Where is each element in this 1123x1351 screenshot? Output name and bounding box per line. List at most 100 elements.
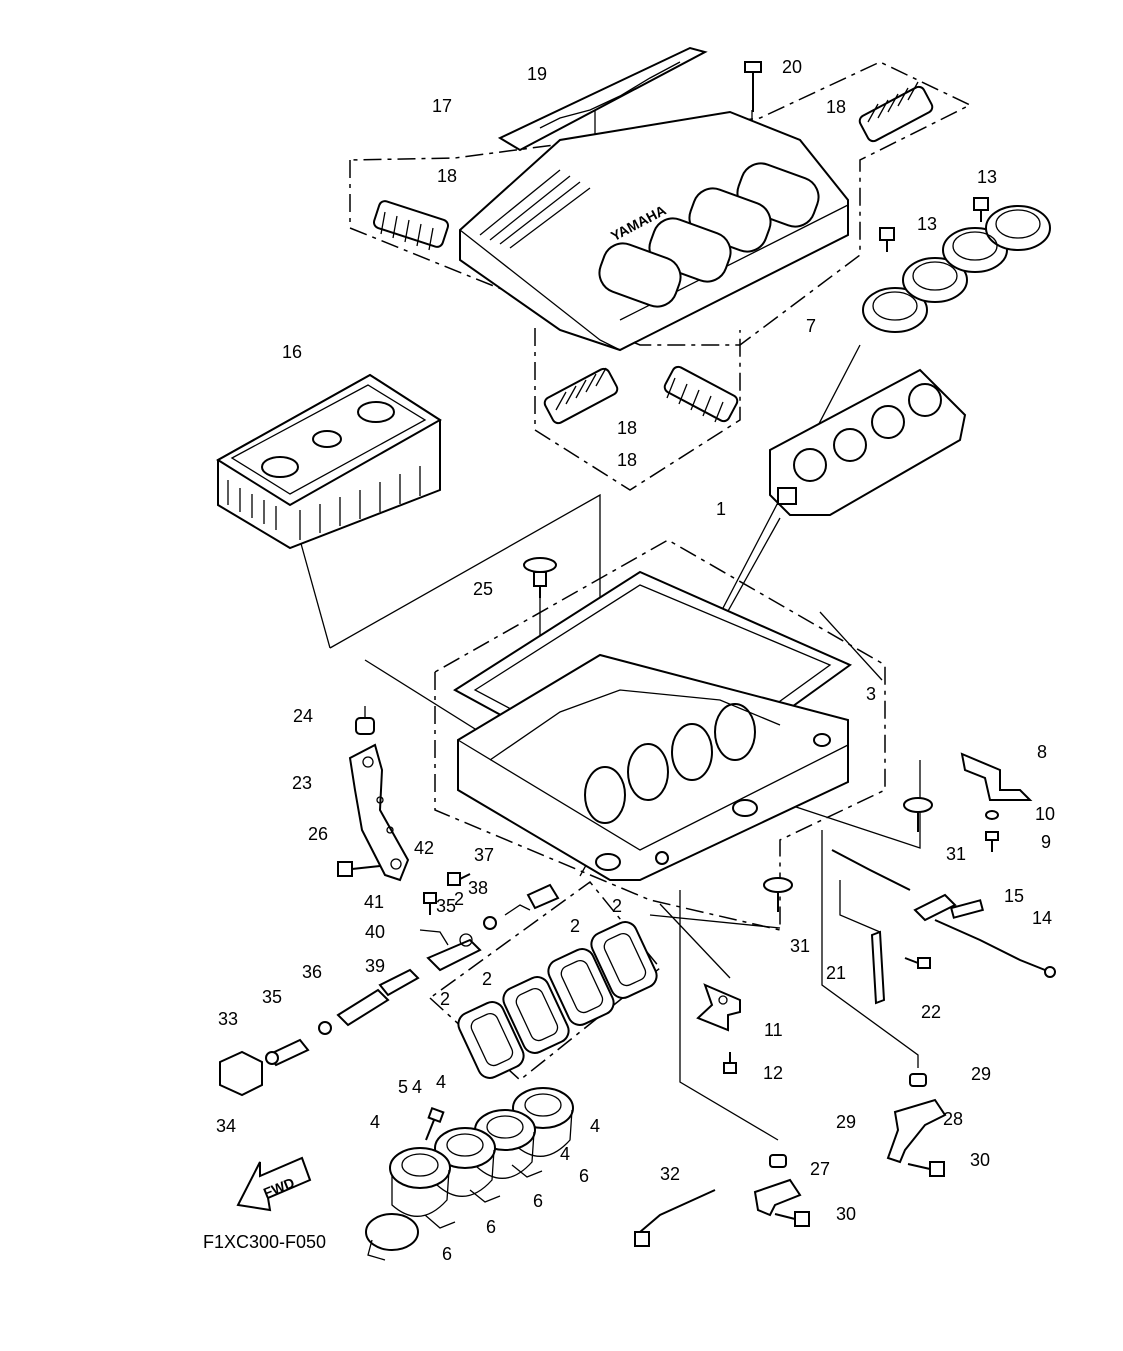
callout-36: 36 <box>302 962 322 982</box>
callout-18: 18 <box>617 450 637 470</box>
callout-25: 25 <box>473 579 493 599</box>
callout-11: 11 <box>764 1020 783 1040</box>
bolt-part-26 <box>337 861 381 877</box>
bracket-part-39 <box>426 933 482 972</box>
grommet-part-24 <box>355 706 375 735</box>
callout-19: 19 <box>527 64 547 84</box>
callout-13: 13 <box>917 214 937 234</box>
badge-part-19 <box>497 46 708 152</box>
callout-2: 2 <box>570 916 580 936</box>
callout-2: 2 <box>454 889 464 909</box>
washer-part-10 <box>985 810 999 820</box>
bracket-part-27 <box>753 1178 802 1217</box>
joint-part-4-c <box>434 1127 496 1198</box>
bolt-part-41 <box>423 892 437 915</box>
fitting-part-33 <box>265 1038 310 1067</box>
callout-13: 13 <box>977 167 997 187</box>
clip-part-21 <box>870 930 886 1005</box>
callout-40: 40 <box>365 922 385 942</box>
callout-35: 35 <box>436 896 456 916</box>
callout-37: 37 <box>474 845 494 865</box>
callout-31: 31 <box>946 844 966 864</box>
callout-15: 15 <box>1004 886 1024 906</box>
grommet-part-29-b <box>769 1154 787 1168</box>
hose-part-36 <box>336 968 420 1027</box>
clip-part-35-b <box>483 916 497 930</box>
joint-part-4-d <box>389 1147 451 1218</box>
clamp-part-6-c <box>469 1189 501 1203</box>
screw-part-12 <box>723 1052 737 1074</box>
callout-26: 26 <box>308 824 328 844</box>
screw-part-22 <box>904 957 931 969</box>
callout-18: 18 <box>437 166 457 186</box>
callout-14: 14 <box>1032 908 1052 928</box>
callout-16: 16 <box>282 342 302 362</box>
foam-part-18-top-right <box>858 81 934 143</box>
callout-35: 35 <box>262 987 282 1007</box>
callout-1: 1 <box>716 499 726 519</box>
bolt-part-30-a <box>907 1161 945 1177</box>
gasket-part-2-d <box>590 921 658 999</box>
callout-31: 31 <box>790 936 810 956</box>
callout-23: 23 <box>292 773 312 793</box>
throttle-body <box>769 368 967 516</box>
fitting-part-37 <box>526 883 560 910</box>
screw-part-13-b <box>879 227 895 252</box>
cable-tie-part-32 <box>634 1189 716 1247</box>
callout-2: 2 <box>612 896 622 916</box>
bracket-part-8 <box>960 752 1033 801</box>
bolt-part-31-b <box>763 877 793 912</box>
callout-4: 4 <box>560 1144 570 1164</box>
callout-42: 42 <box>414 838 434 858</box>
callout-12: 12 <box>763 1063 783 1083</box>
diagram-code: F1XC300-F050 <box>203 1232 326 1252</box>
callout-28: 28 <box>943 1109 963 1129</box>
clip-part-38 <box>504 904 531 916</box>
callout-4: 4 <box>436 1072 446 1092</box>
callout-22: 22 <box>921 1002 941 1022</box>
callout-17: 17 <box>432 96 452 116</box>
callout-6: 6 <box>486 1217 496 1237</box>
airbox-cover-part-17: YAMAHA <box>459 110 849 352</box>
callout-33: 33 <box>218 1009 238 1029</box>
callout-18: 18 <box>826 97 846 117</box>
group-outline-1 <box>434 539 886 931</box>
bracket-part-11 <box>696 983 741 1032</box>
bolt-part-42 <box>447 872 471 886</box>
grommet-part-29-a <box>909 1073 927 1087</box>
bolt-part-9 <box>985 831 999 852</box>
callout-27: 27 <box>810 1159 830 1179</box>
callout-6: 6 <box>579 1166 589 1186</box>
foam-part-18-lower-right <box>663 365 739 423</box>
callout-30: 30 <box>836 1204 856 1224</box>
clamp-part-6-a <box>365 1213 419 1261</box>
callout-9: 9 <box>1041 832 1051 852</box>
bolt-part-31-a <box>903 797 933 832</box>
callout-7: 7 <box>806 316 816 336</box>
callout-3: 3 <box>866 684 876 704</box>
callout-6: 6 <box>442 1244 452 1264</box>
bolt-part-25 <box>523 557 557 598</box>
foam-part-18-lower-left <box>543 367 619 425</box>
callout-4: 4 <box>412 1077 422 1097</box>
air-filter-part-16 <box>216 373 442 550</box>
airbox-lower-part-1 <box>457 653 849 881</box>
callout-21: 21 <box>826 963 846 983</box>
cable-part-14 <box>831 849 1056 978</box>
callout-6: 6 <box>533 1191 543 1211</box>
foam-part-18-top-left <box>372 200 450 251</box>
gasket-part-2-b <box>502 976 570 1054</box>
callout-39: 39 <box>365 956 385 976</box>
callout-34: 34 <box>216 1116 236 1136</box>
callout-2: 2 <box>482 969 492 989</box>
callout-4: 4 <box>590 1116 600 1136</box>
bolt-part-20 <box>744 61 762 112</box>
callout-24: 24 <box>293 706 313 726</box>
callout-32: 32 <box>660 1164 680 1184</box>
callout-5: 5 <box>398 1077 408 1097</box>
callout-10: 10 <box>1035 804 1055 824</box>
callout-41: 41 <box>364 892 384 912</box>
callout-29: 29 <box>971 1064 991 1084</box>
